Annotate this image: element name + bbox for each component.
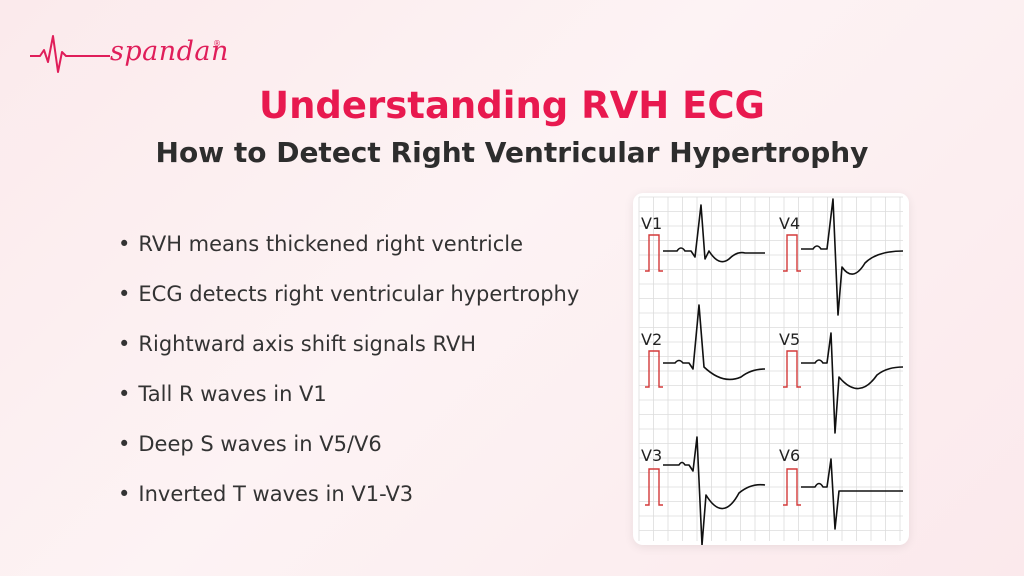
ecg-strip-card: V1 V2 V3 V4 V5 V6 [633, 193, 909, 545]
trace-v3 [663, 436, 766, 545]
bullet-item: •RVH means thickened right ventricle [118, 232, 524, 256]
calibration-pulse-v4 [783, 234, 801, 272]
trace-v1 [663, 204, 765, 263]
calibration-pulse-v1 [645, 234, 663, 272]
bullet-item: •Inverted T waves in V1-V3 [118, 482, 414, 506]
ecg-traces [663, 198, 904, 545]
calibration-pulse-v3 [645, 468, 663, 506]
brand-name: spandan [110, 36, 229, 67]
bullet-item: •ECG detects right ventricular hypertrop… [118, 282, 580, 306]
ecg-chart: V1 V2 V3 V4 V5 V6 [638, 196, 904, 545]
bullet-text: ECG detects right ventricular hypertroph… [138, 282, 580, 306]
bullet-item: •Rightward axis shift signals RVH [118, 332, 477, 356]
trace-v6 [801, 458, 903, 530]
lead-label-v6: V6 [779, 446, 800, 465]
bullet-text: Inverted T waves in V1-V3 [138, 482, 414, 506]
trace-v2 [663, 304, 766, 381]
trace-v4 [801, 198, 904, 316]
calibration-pulses [645, 234, 801, 506]
trace-v5 [801, 332, 904, 434]
page-title: Understanding RVH ECG [259, 84, 765, 127]
bullet-text: Rightward axis shift signals RVH [138, 332, 477, 356]
lead-label-v4: V4 [779, 214, 800, 233]
lead-label-v1: V1 [641, 214, 662, 233]
page-subtitle: How to Detect Right Ventricular Hypertro… [155, 136, 869, 169]
bullet-list: •RVH means thickened right ventricle •EC… [118, 226, 579, 526]
heartbeat-icon [30, 35, 110, 73]
lead-label-v2: V2 [641, 330, 662, 349]
spandan-logo: spandan ® [30, 32, 228, 78]
bullet-text: Tall R waves in V1 [138, 382, 327, 406]
calibration-pulse-v5 [783, 350, 801, 388]
lead-label-v5: V5 [779, 330, 800, 349]
bullet-item: •Tall R waves in V1 [118, 382, 327, 406]
lead-label-v3: V3 [641, 446, 662, 465]
bullet-item: •Deep S waves in V5/V6 [118, 432, 382, 456]
registered-mark: ® [213, 39, 221, 48]
calibration-pulse-v2 [645, 350, 663, 388]
bullet-text: RVH means thickened right ventricle [138, 232, 524, 256]
calibration-pulse-v6 [783, 468, 801, 506]
bullet-text: Deep S waves in V5/V6 [138, 432, 382, 456]
